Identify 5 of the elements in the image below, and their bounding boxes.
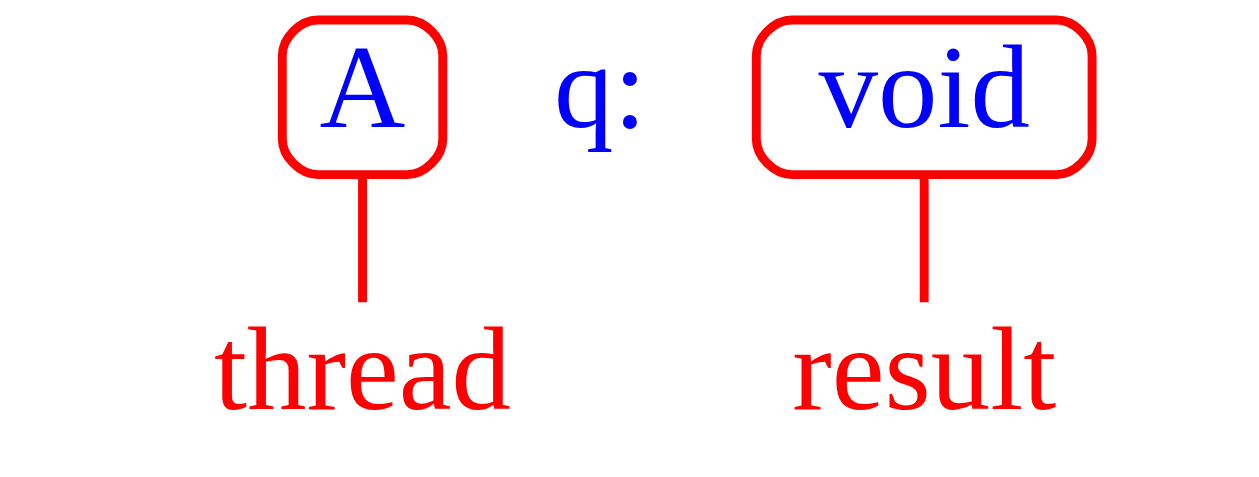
node-box: A	[277, 15, 447, 180]
node-box: void	[751, 15, 1097, 180]
label: q:	[553, 21, 647, 154]
node-text: result	[791, 303, 1056, 436]
node-text: thread	[213, 303, 511, 436]
